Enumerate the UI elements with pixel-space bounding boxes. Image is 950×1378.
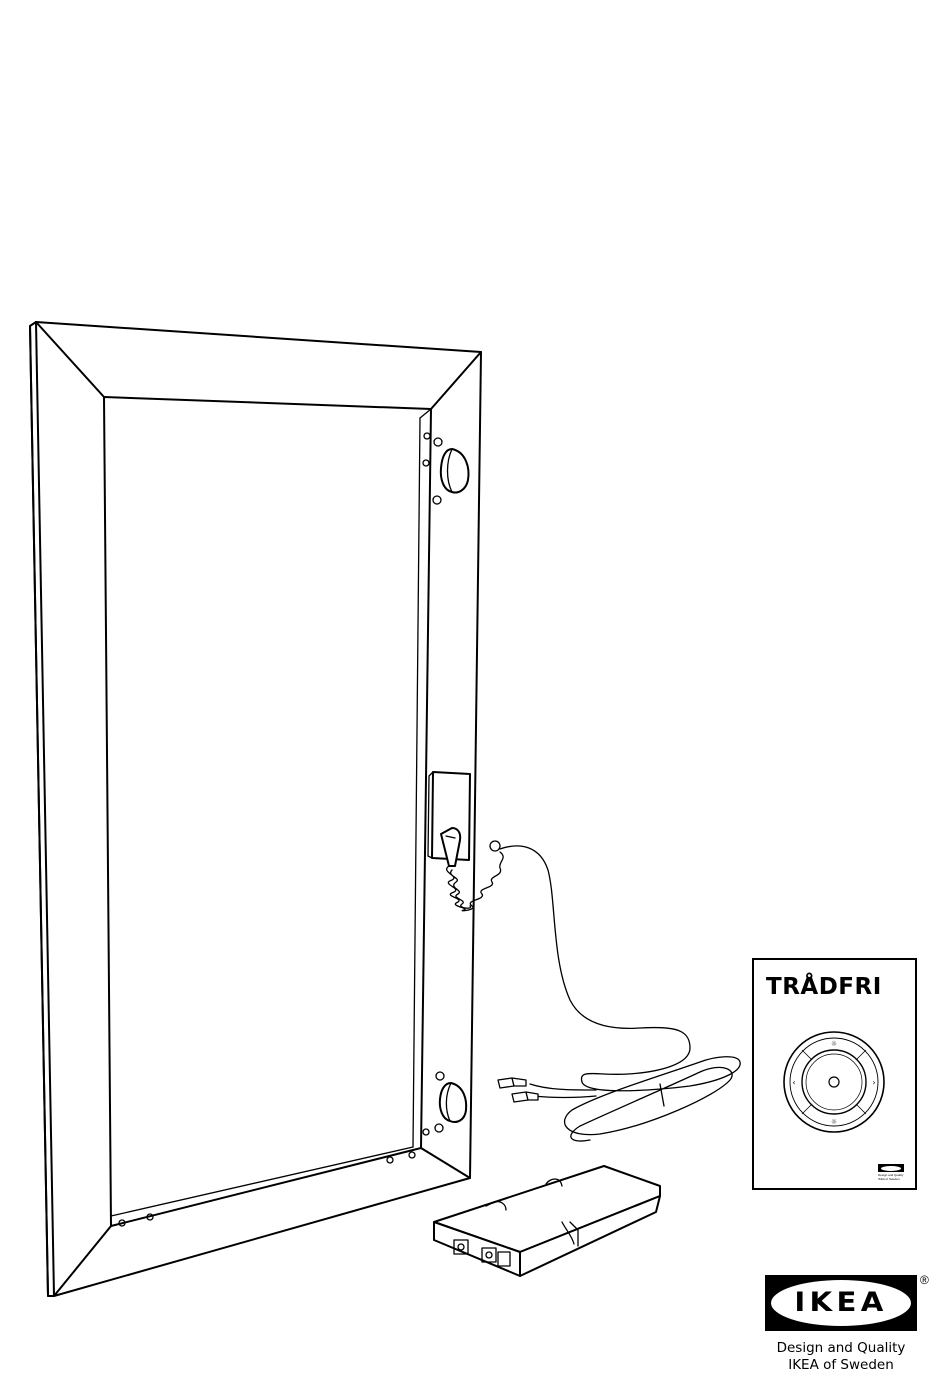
booklet-ikea-logo	[878, 1164, 904, 1172]
ikea-logo-text: IKEA	[759, 1275, 923, 1331]
driver-box	[434, 1166, 660, 1276]
svg-text:›: ›	[872, 1078, 875, 1087]
screws	[119, 433, 430, 1226]
remote-control-icon: ☼ ☼ ‹ ›	[778, 1026, 890, 1138]
ikea-logo: IKEA	[765, 1275, 917, 1331]
power-cable	[441, 828, 740, 1141]
booklet-title: TRÅDFRI	[766, 974, 882, 1000]
svg-text:☼: ☼	[831, 1118, 837, 1126]
tradfri-booklet: TRÅDFRI ☼ ☼ ‹ › Design and Quality IKEA …	[752, 958, 917, 1190]
registered-mark: ®	[920, 1273, 929, 1287]
tagline-line-2: IKEA of Sweden	[745, 1357, 937, 1373]
booklet-fine-line-2: IKEA of Sweden	[878, 1178, 912, 1182]
tagline-line-1: Design and Quality	[745, 1340, 937, 1356]
booklet-fine-print: Design and Quality IKEA of Sweden	[878, 1174, 912, 1181]
svg-text:‹: ‹	[792, 1078, 795, 1087]
mirror-frame	[30, 322, 481, 1296]
bottom-bracket	[435, 1072, 466, 1132]
top-bracket	[433, 438, 468, 504]
svg-text:☼: ☼	[831, 1040, 837, 1048]
